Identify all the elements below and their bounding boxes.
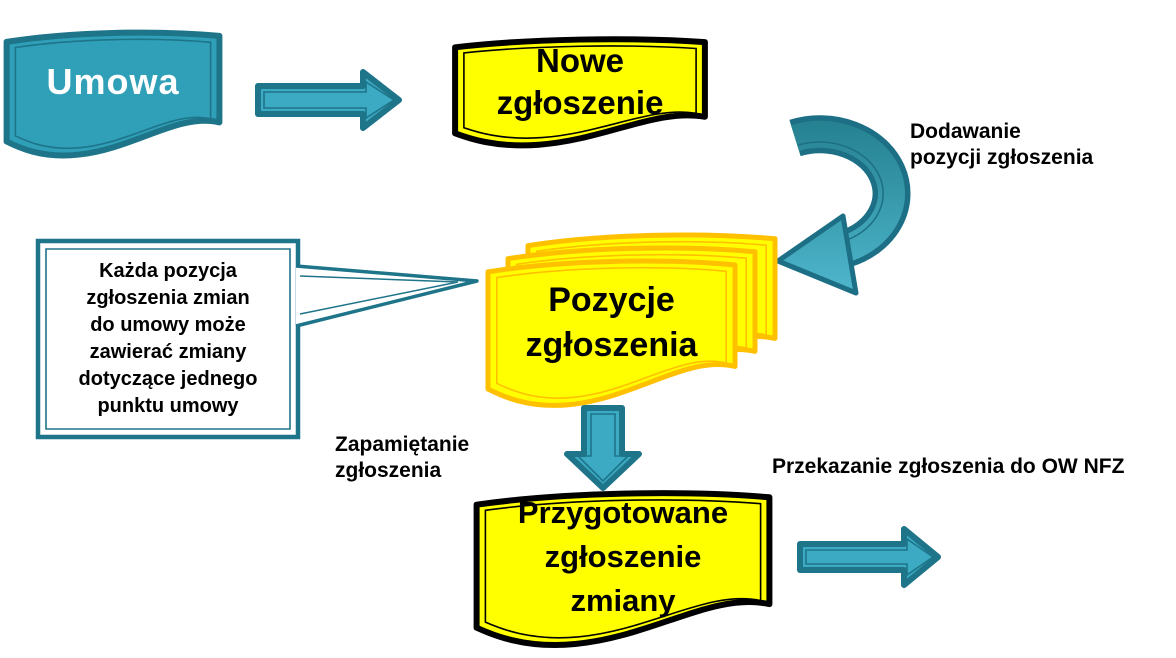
- flag-nowe-zgloszenie: [452, 36, 708, 149]
- arrow-przekazanie: [797, 526, 941, 588]
- flag-przygotowane: [473, 490, 773, 648]
- curved-arrow-dodawanie: [775, 115, 911, 296]
- arrow-down-zapamietanie: [564, 405, 642, 491]
- flag-stack-pozycje: [485, 232, 778, 408]
- flag-umowa: [3, 29, 223, 159]
- arrow-umowa-to-nowe: [255, 69, 402, 131]
- callout-box: [35, 238, 479, 440]
